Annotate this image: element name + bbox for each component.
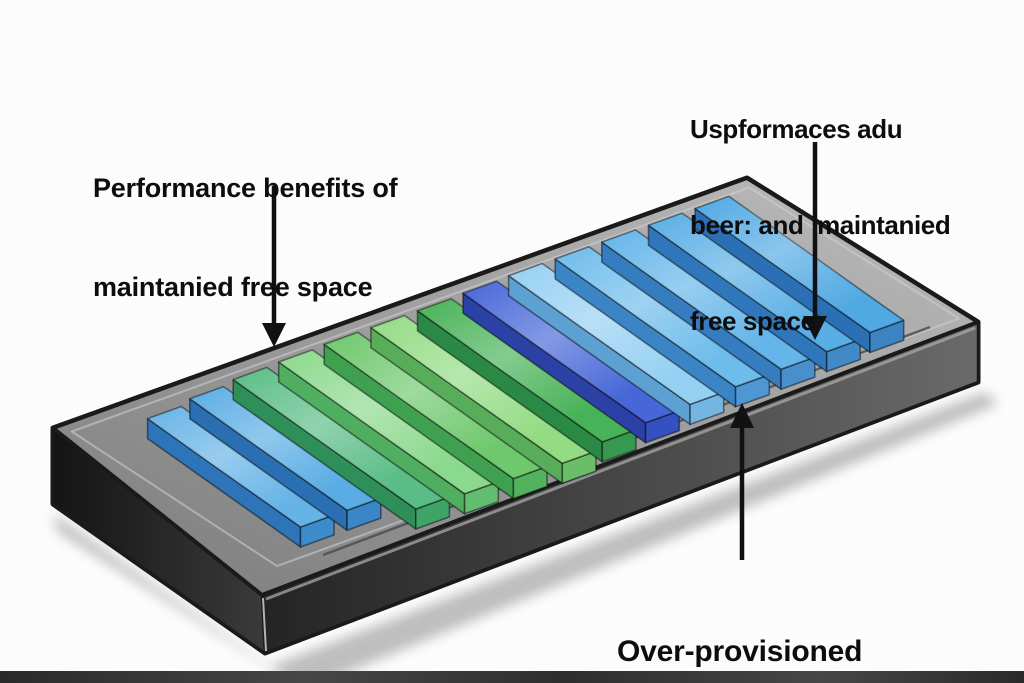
memory-slat-6	[370, 314, 597, 485]
arrow-free-space	[803, 142, 827, 340]
memory-slat-11	[600, 229, 816, 391]
memory-slat-10	[554, 245, 771, 408]
memory-slat-2	[189, 385, 382, 532]
label-line: Uspformaces adu	[690, 114, 903, 144]
memory-slat-7	[416, 297, 637, 463]
memory-slat-8	[462, 280, 681, 444]
memory-slat-9	[507, 262, 725, 426]
label-line: Over-provisioned	[617, 635, 863, 668]
arrow-performance	[262, 186, 286, 347]
usp-free-space-label: Uspformaces adu beer: and maintanied fre…	[690, 49, 951, 401]
arrow-overprovisioned	[730, 403, 754, 560]
label-line: maintanied free space	[93, 272, 373, 302]
label-line: beer: and maintanied	[690, 210, 951, 240]
memory-slat-1	[146, 405, 335, 548]
label-line: Performance benefits of	[93, 173, 398, 203]
bottom-edge-strip	[0, 671, 1024, 683]
tray-corner-seam	[262, 597, 267, 652]
memory-slat-4	[277, 349, 500, 515]
performance-benefits-label: Performance benefits of maintanied free …	[93, 106, 398, 370]
overprovisioned-label: Over-provisioned reserved	[617, 562, 862, 683]
tray-rim-highlight	[70, 186, 961, 567]
memory-slat-5	[323, 331, 548, 500]
tray-front-bevel	[265, 326, 976, 601]
label-line: free space	[690, 306, 815, 336]
